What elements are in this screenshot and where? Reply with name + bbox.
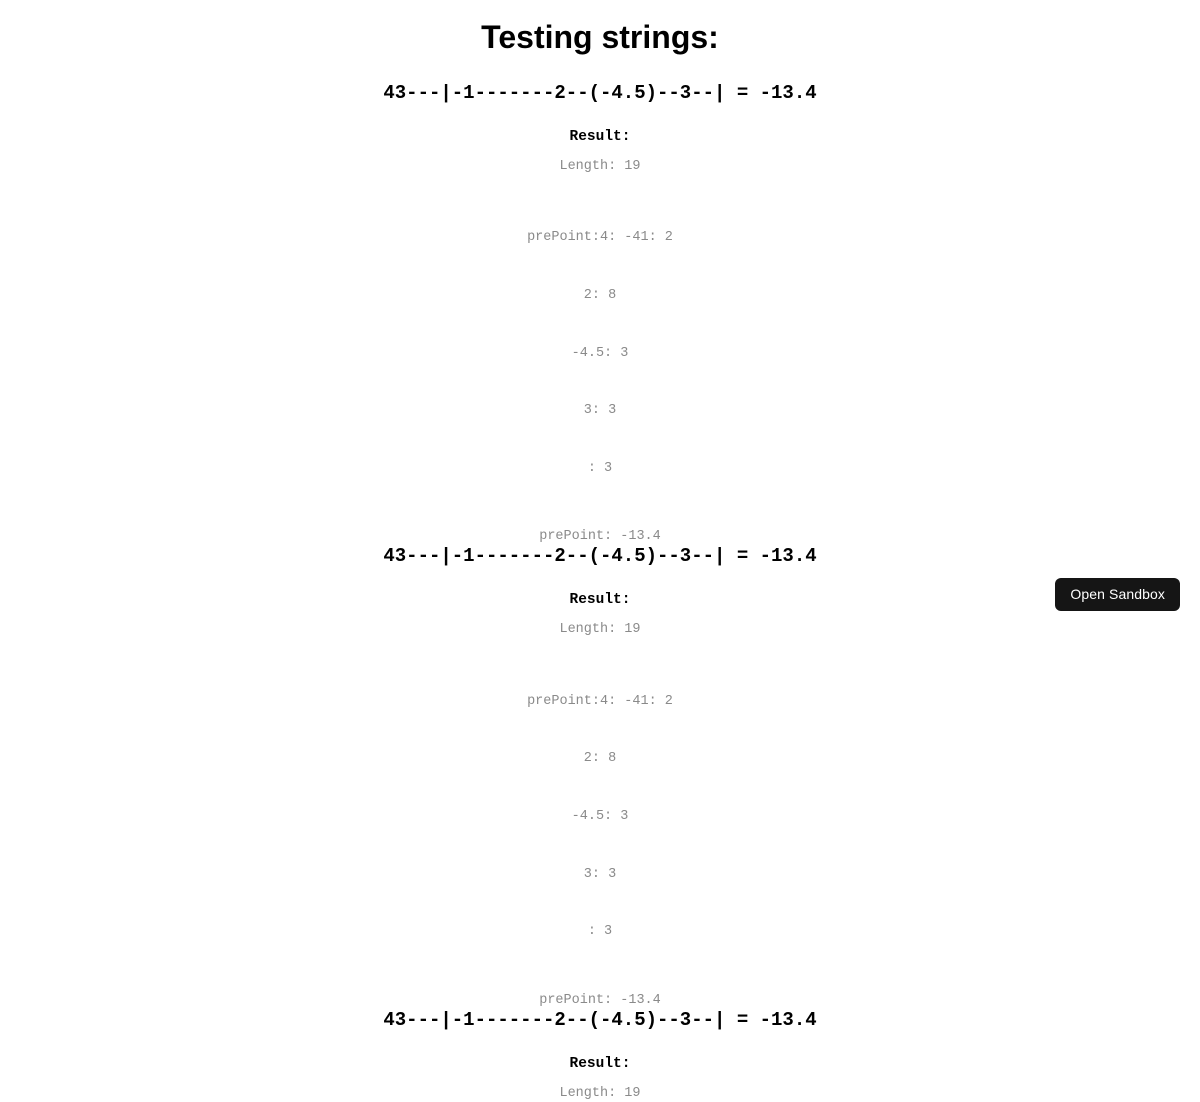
test-block-3: 43---|-1-------2--(-4.5)--3--| = -13.4 R… xyxy=(0,1009,1200,1102)
prepoint-map-row: prePoint:4: -41: 2 xyxy=(527,693,673,709)
result-heading: Result: xyxy=(569,1055,631,1072)
prepoint-total-line: prePoint: -13.4 xyxy=(539,992,661,1008)
open-sandbox-button[interactable]: Open Sandbox xyxy=(1055,578,1180,611)
prepoint-map-row: -4.5: 3 xyxy=(571,345,629,361)
length-line: Length: 19 xyxy=(559,622,641,638)
test-block-1: 43---|-1-------2--(-4.5)--3--| = -13.4 R… xyxy=(0,82,1200,545)
expression-line: 43---|-1-------2--(-4.5)--3--| = -13.4 xyxy=(383,1008,817,1031)
prepoint-map-row: 2: 8 xyxy=(583,751,617,767)
expression-line: 43---|-1-------2--(-4.5)--3--| = -13.4 xyxy=(383,82,817,104)
test-block-2: 43---|-1-------2--(-4.5)--3--| = -13.4 R… xyxy=(0,545,1200,1008)
prepoint-map: prePoint:4: -41: 2 2: 8 -4.5: 3 3: 3 : 3 xyxy=(0,175,1200,516)
prepoint-map-row: prePoint:4: -41: 2 xyxy=(527,230,673,246)
prepoint-map-row: -4.5: 3 xyxy=(571,809,629,825)
prepoint-map-row: 3: 3 xyxy=(583,403,617,419)
prepoint-map-row: : 3 xyxy=(587,924,613,940)
page-title: Testing strings: xyxy=(481,19,719,55)
result-heading: Result: xyxy=(569,129,631,145)
expression-line: 43---|-1-------2--(-4.5)--3--| = -13.4 xyxy=(383,545,817,568)
prepoint-total-line: prePoint: -13.4 xyxy=(539,529,661,545)
prepoint-map-row: 3: 3 xyxy=(583,866,617,882)
prepoint-map-row: 2: 8 xyxy=(583,288,617,304)
prepoint-map-row: : 3 xyxy=(587,460,613,476)
result-heading: Result: xyxy=(569,592,631,609)
prepoint-map: prePoint:4: -41: 2 2: 8 -4.5: 3 3: 3 : 3 xyxy=(0,638,1200,979)
length-line: Length: 19 xyxy=(559,1085,641,1101)
length-line: Length: 19 xyxy=(559,159,641,174)
